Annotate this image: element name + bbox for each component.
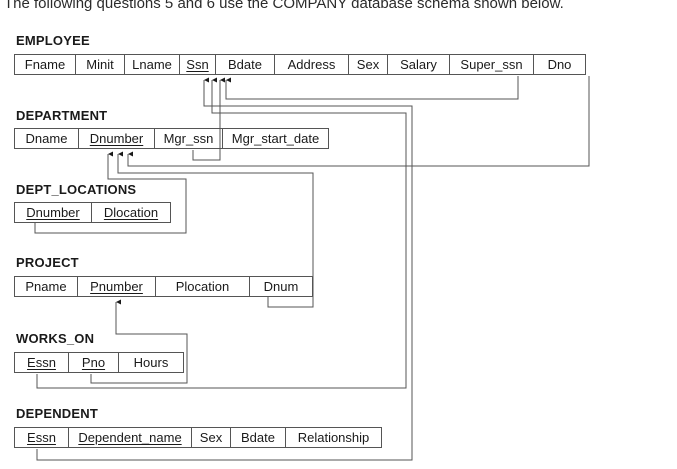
table-name-employee: EMPLOYEE: [16, 33, 90, 48]
attr-employee-address: Address: [275, 55, 349, 74]
attr-project-pname: Pname: [15, 277, 78, 296]
attr-department-dname: Dname: [15, 129, 79, 148]
table-name-dept-locations: DEPT_LOCATIONS: [16, 182, 137, 197]
attr-project-pnumber: Pnumber: [78, 277, 156, 296]
table-project: Pname Pnumber Plocation Dnum: [14, 276, 313, 297]
table-dependent: Essn Dependent_name Sex Bdate Relationsh…: [14, 427, 382, 448]
fk-line-dno-to-dnumber: [127, 76, 590, 167]
attr-employee-ssn: Ssn: [180, 55, 216, 74]
attr-employee-dno: Dno: [547, 57, 572, 72]
attr-dependent-sex: Sex: [192, 428, 231, 447]
attr-dependent-relationship: Relationship: [297, 430, 370, 445]
attr-employee-sex: Sex: [349, 55, 388, 74]
attr-dept-locations-dlocation: Dlocation: [103, 205, 159, 220]
attr-dependent-dependent-name: Dependent_name: [69, 428, 192, 447]
attr-employee-bdate: Bdate: [216, 55, 275, 74]
attr-employee-minit: Minit: [76, 55, 125, 74]
attr-dependent-essn: Essn: [15, 428, 69, 447]
table-name-project: PROJECT: [16, 255, 79, 270]
attr-employee-fname: Fname: [15, 55, 76, 74]
table-works-on: Essn Pno Hours: [14, 352, 184, 373]
attr-employee-lname: Lname: [125, 55, 180, 74]
attr-department-dnumber: Dnumber: [79, 129, 155, 148]
fk-line-super-ssn-to-ssn: [225, 76, 519, 100]
table-department: Dname Dnumber Mgr_ssn Mgr_start_date: [14, 128, 329, 149]
attr-employee-salary: Salary: [388, 55, 450, 74]
attr-dependent-bdate: Bdate: [231, 428, 286, 447]
attr-project-plocation: Plocation: [156, 277, 250, 296]
table-name-department: DEPARTMENT: [16, 108, 108, 123]
attr-employee-super-ssn: Super_ssn: [450, 55, 534, 74]
attr-works-on-essn: Essn: [15, 353, 69, 372]
attr-department-mgr-ssn: Mgr_ssn: [155, 129, 223, 148]
table-name-works-on: WORKS_ON: [16, 331, 95, 346]
table-name-dependent: DEPENDENT: [16, 406, 98, 421]
attr-project-dnum: Dnum: [263, 279, 299, 294]
intro-text: The following questions 5 and 6 use the …: [4, 0, 564, 12]
attr-works-on-hours: Hours: [133, 355, 169, 370]
table-employee: Fname Minit Lname Ssn Bdate Address Sex …: [14, 54, 586, 75]
attr-dept-locations-dnumber: Dnumber: [15, 203, 92, 222]
table-dept-locations: Dnumber Dlocation: [14, 202, 171, 223]
attr-works-on-pno: Pno: [69, 353, 119, 372]
attr-department-mgr-start-date: Mgr_start_date: [231, 131, 320, 146]
